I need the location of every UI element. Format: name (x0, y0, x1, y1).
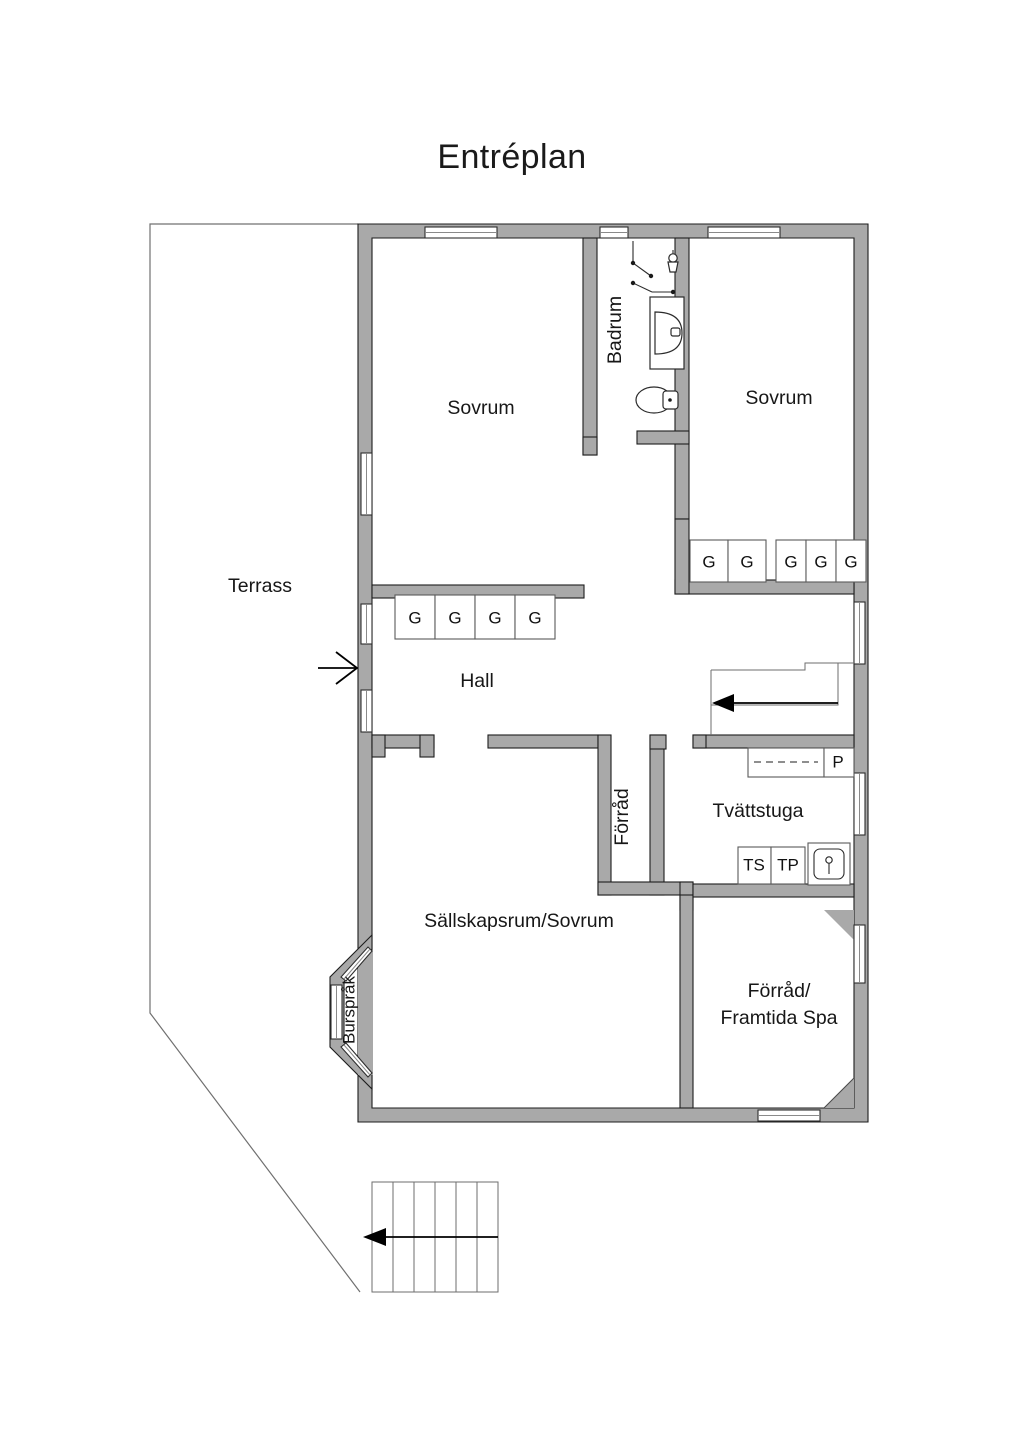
window-right-2 (853, 772, 866, 836)
room-label-forrad-spa-line2: Framtida Spa (720, 1007, 837, 1029)
room-label-forrad-spa-line1: Förråd/ (748, 980, 811, 1002)
closet-cell[interactable]: G (835, 539, 867, 583)
room-label-burspark: Burspråk (339, 975, 358, 1044)
bathroom-fixtures (630, 241, 685, 414)
closet-label: G (702, 552, 715, 571)
room-labels: Terrass Sovrum Sovrum Badrum Hall Förråd… (228, 296, 838, 1044)
closet-label: G (814, 552, 827, 571)
terrace-outline (149, 223, 361, 1293)
window-top-3 (707, 226, 781, 239)
closet-cell[interactable]: G (775, 539, 807, 583)
room-label-sovrum-left: Sovrum (447, 397, 514, 419)
shower-hose (630, 241, 676, 295)
closet-label: G (488, 608, 501, 627)
room-label-sovrum-right: Sovrum (745, 387, 812, 409)
closet-group-hall-left: G G G G (394, 594, 556, 640)
corner-chamfers (823, 910, 855, 1109)
closet-cell[interactable]: G (689, 539, 729, 583)
window-left-3 (360, 689, 373, 733)
bay-windows (330, 946, 373, 1078)
closet-label: G (740, 552, 753, 571)
stair-direction-arrow-icon (712, 694, 838, 712)
closet-cell[interactable]: G (394, 594, 436, 640)
room-label-sallskapsrum: Sällskapsrum/Sovrum (424, 910, 614, 932)
laundry-bench[interactable] (747, 747, 825, 778)
room-label-terrass: Terrass (228, 575, 292, 597)
building-exterior-walls (329, 223, 869, 1123)
closet-group-right-b: G G G (775, 539, 867, 583)
room-label-forrad: Förråd (611, 788, 633, 845)
exterior-staircase (363, 1181, 499, 1293)
closet-cell[interactable]: G (514, 594, 556, 640)
toilet-icon (635, 386, 679, 414)
closet-label: G (408, 608, 421, 627)
room-label-badrum: Badrum (604, 296, 626, 364)
closet-label: G (448, 608, 461, 627)
entry-arrow-icon (318, 651, 359, 685)
closet-group-right-a: G G (689, 539, 767, 583)
closet-cell[interactable]: G (727, 539, 767, 583)
interior-staircase (710, 662, 854, 735)
laundry-unit-label: P (832, 752, 843, 771)
closet-cell[interactable]: G (805, 539, 837, 583)
closet-cell[interactable]: G (434, 594, 476, 640)
laundry-units: P TS TP (737, 747, 855, 886)
window-right-1 (853, 601, 866, 665)
shower-head-icon (667, 250, 679, 273)
laundry-unit-tp[interactable]: TP (770, 846, 806, 885)
window-left-1 (360, 452, 373, 516)
window-top-1 (424, 226, 498, 239)
window-left-2 (360, 603, 373, 645)
sink-icon (649, 296, 685, 370)
window-bottom-1 (757, 1109, 821, 1122)
closet-label: G (844, 552, 857, 571)
room-label-hall: Hall (460, 670, 494, 692)
laundry-unit-ts[interactable]: TS (737, 846, 772, 885)
laundry-unit-label: TS (743, 855, 765, 874)
closet-cell[interactable]: G (474, 594, 516, 640)
closet-label: G (528, 608, 541, 627)
page-title: Entréplan (437, 138, 587, 176)
windows (330, 226, 866, 1122)
window-right-3 (853, 924, 866, 984)
window-top-2 (599, 226, 629, 239)
laundry-unit-p[interactable]: P (823, 747, 855, 778)
room-label-tvattstuga: Tvättstuga (712, 800, 803, 822)
exterior-stair-direction-arrow-icon (363, 1228, 498, 1246)
floor-drain-icon (807, 842, 851, 886)
interior-walls (371, 237, 855, 1109)
laundry-unit-label: TP (777, 855, 799, 874)
closet-label: G (784, 552, 797, 571)
